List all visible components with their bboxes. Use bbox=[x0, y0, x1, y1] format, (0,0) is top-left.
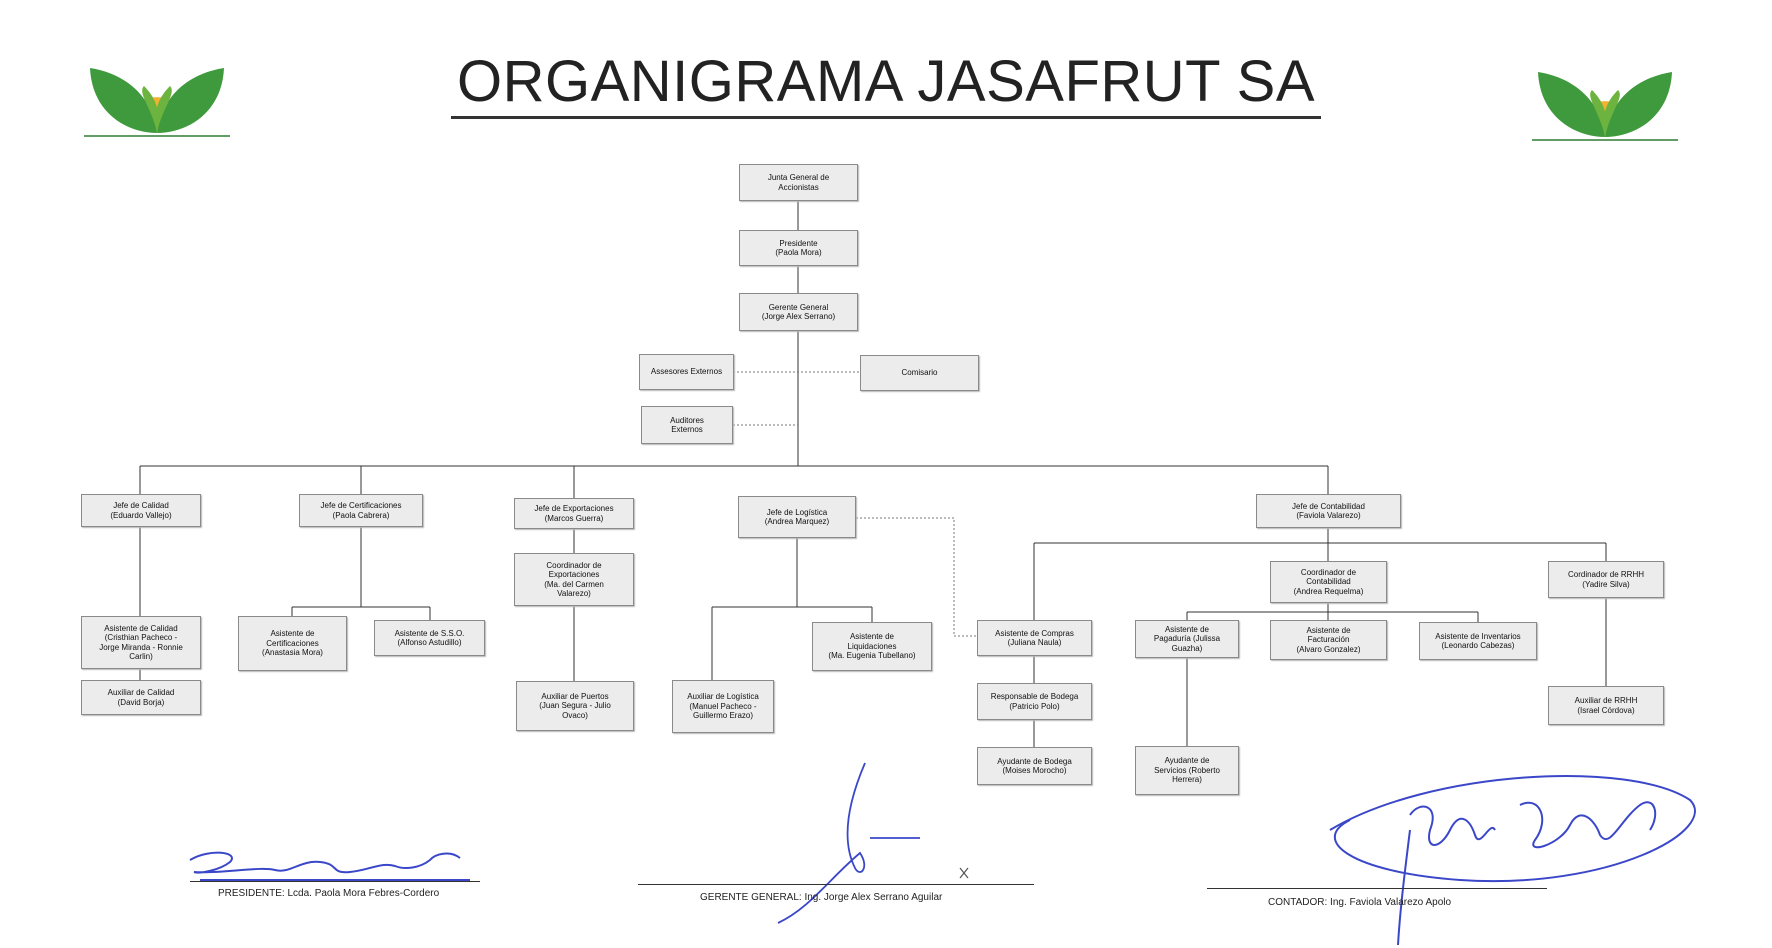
signature-label-gerente: GERENTE GENERAL: Ing. Jorge Alex Serrano… bbox=[700, 892, 943, 903]
node-coordinador-exportaciones: Coordinador de Exportaciones (Ma. del Ca… bbox=[514, 553, 634, 606]
node-responsable-bodega: Responsable de Bodega (Patricio Polo) bbox=[977, 683, 1092, 720]
node-jefe-contabilidad: Jefe de Contabilidad (Faviola Valarezo) bbox=[1256, 494, 1401, 528]
node-asistente-calidad: Asistente de Calidad (Cristhian Pacheco … bbox=[81, 616, 201, 669]
node-asistente-facturacion: Asistente de Facturación (Alvaro Gonzale… bbox=[1270, 620, 1387, 660]
node-ayudante-servicios: Ayudante de Servicios (Roberto Herrera) bbox=[1135, 746, 1239, 795]
node-jefe-certificaciones: Jefe de Certificaciones (Paola Cabrera) bbox=[299, 494, 423, 527]
signature-gerente bbox=[777, 762, 969, 924]
node-presidente: Presidente (Paola Mora) bbox=[739, 230, 858, 266]
page-title-text: ORGANIGRAMA JASAFRUT SA bbox=[450, 49, 1322, 119]
node-asistente-pagaduria: Asistente de Pagaduría (Julissa Guazha) bbox=[1135, 620, 1239, 658]
node-auditores-externos: Auditores Externos bbox=[641, 406, 733, 444]
page-title: ORGANIGRAMA JASAFRUT SA bbox=[0, 48, 1772, 119]
signature-line-presidente bbox=[190, 881, 480, 882]
signature-label-presidente: PRESIDENTE: Lcda. Paola Mora Febres-Cord… bbox=[218, 888, 440, 899]
node-asistente-sso: Asistente de S.S.O. (Alfonso Astudillo) bbox=[374, 620, 485, 656]
signature-label-contador: CONTADOR: Ing. Faviola Valarezo Apolo bbox=[1268, 897, 1452, 908]
node-jefe-calidad: Jefe de Calidad (Eduardo Vallejo) bbox=[81, 494, 201, 527]
company-logo-icon bbox=[84, 68, 230, 137]
node-asistente-inventarios: Asistente de Inventarios (Leonardo Cabez… bbox=[1419, 622, 1537, 660]
signature-contador bbox=[1329, 775, 1696, 946]
node-auxiliar-rrhh: Auxiliar de RRHH (Israel Córdova) bbox=[1548, 686, 1664, 725]
company-logo-icon bbox=[1532, 72, 1678, 141]
node-coordinador-contabilidad: Coordinador de Contabilidad (Andrea Requ… bbox=[1270, 561, 1387, 603]
signature-line-gerente bbox=[638, 884, 1034, 885]
node-coordinador-rrhh: Cordinador de RRHH (Yadire Silva) bbox=[1548, 561, 1664, 598]
node-junta-general: Junta General de Accionistas bbox=[739, 164, 858, 201]
node-jefe-logistica: Jefe de Logística (Andrea Marquez) bbox=[738, 496, 856, 538]
signature-line-contador bbox=[1207, 888, 1547, 889]
node-asistente-compras: Asistente de Compras (Juliana Naula) bbox=[977, 620, 1092, 656]
node-auxiliar-calidad: Auxiliar de Calidad (David Borja) bbox=[81, 680, 201, 715]
logo-left bbox=[82, 38, 232, 138]
node-auxiliar-logistica: Auxiliar de Logística (Manuel Pacheco - … bbox=[672, 680, 774, 733]
logo-right bbox=[1530, 42, 1680, 142]
signature-presidente bbox=[189, 851, 470, 881]
node-gerente-general: Gerente General (Jorge Alex Serrano) bbox=[739, 293, 858, 331]
node-asesores-externos: Assesores Externos bbox=[639, 354, 734, 390]
node-asistente-liquidaciones: Asistente de Liquidaciones (Ma. Eugenia … bbox=[812, 622, 932, 671]
node-auxiliar-puertos: Auxiliar de Puertos (Juan Segura - Julio… bbox=[516, 681, 634, 731]
node-asistente-certificaciones: Asistente de Certificaciones (Anastasia … bbox=[238, 616, 347, 671]
node-comisario: Comisario bbox=[860, 355, 979, 391]
node-jefe-exportaciones: Jefe de Exportaciones (Marcos Guerra) bbox=[514, 498, 634, 529]
node-ayudante-bodega: Ayudante de Bodega (Moises Morocho) bbox=[977, 747, 1092, 785]
